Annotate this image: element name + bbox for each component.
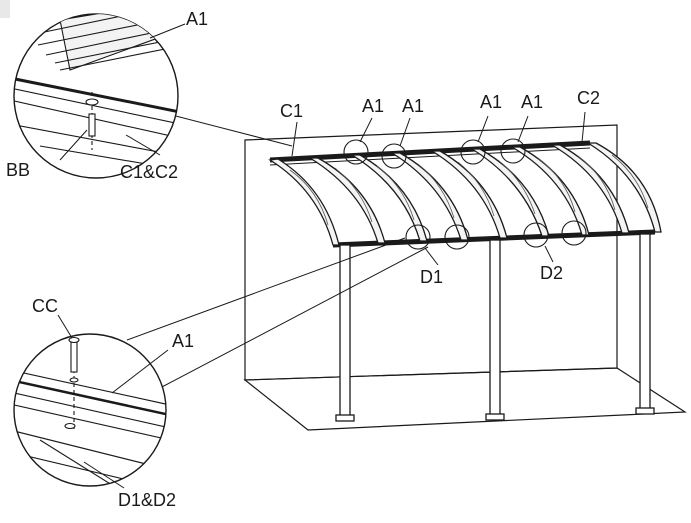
labels: A1 BB C1&C2 C1 A1 A1 A1 A1 C2 D1 D2 CC A… — [6, 9, 600, 510]
screw-cc — [70, 339, 78, 373]
post-right — [639, 233, 651, 411]
corner-mark — [0, 0, 10, 18]
label-c2: C2 — [577, 88, 600, 108]
washer-bb — [85, 98, 99, 106]
washer-cc — [64, 422, 76, 430]
label-a1-detail-top: A1 — [186, 9, 208, 29]
rafter-7 — [509, 146, 590, 236]
back-rail-c1-c2 — [269, 140, 591, 163]
floor-plane — [243, 367, 687, 431]
post-middle-base — [485, 413, 505, 421]
post-left-base — [335, 414, 355, 422]
label-c1: C1 — [280, 101, 303, 121]
callout-d1-b — [444, 224, 470, 250]
callout-d2-a — [523, 222, 549, 248]
rafter-8 — [549, 144, 630, 234]
label-c1-c2: C1&C2 — [120, 162, 178, 182]
callout-a1-2 — [381, 143, 407, 169]
rafter-9 — [585, 142, 662, 233]
callout-a1-4 — [500, 138, 526, 164]
label-a1-detail-bottom: A1 — [172, 331, 194, 351]
detail-top — [13, 13, 186, 179]
rafter-5 — [429, 150, 508, 239]
callout-d2-b — [561, 220, 587, 246]
callout-d1-a — [405, 224, 431, 250]
label-cc: CC — [32, 296, 58, 316]
post-left — [339, 244, 351, 418]
front-rail-d1-d2 — [332, 229, 656, 248]
rafter-1 — [268, 158, 340, 246]
roof-assembly — [268, 140, 662, 248]
label-a1-4: A1 — [521, 92, 543, 112]
callout-a1-3 — [460, 139, 486, 165]
leader-lines — [126, 111, 586, 389]
bolt-bb — [88, 113, 96, 137]
label-a1-3: A1 — [480, 92, 502, 112]
callout-a1-1 — [343, 139, 369, 165]
detail-bottom — [13, 314, 169, 489]
post-middle — [489, 239, 501, 417]
label-bb: BB — [6, 160, 30, 180]
label-a1-1: A1 — [362, 96, 384, 116]
joint-callouts — [343, 138, 587, 250]
label-a1-2: A1 — [402, 96, 424, 116]
label-d1-d2: D1&D2 — [118, 490, 176, 510]
post-right-base — [635, 407, 655, 415]
label-d2: D2 — [540, 263, 563, 283]
posts — [335, 233, 655, 422]
label-d1: D1 — [420, 267, 443, 287]
